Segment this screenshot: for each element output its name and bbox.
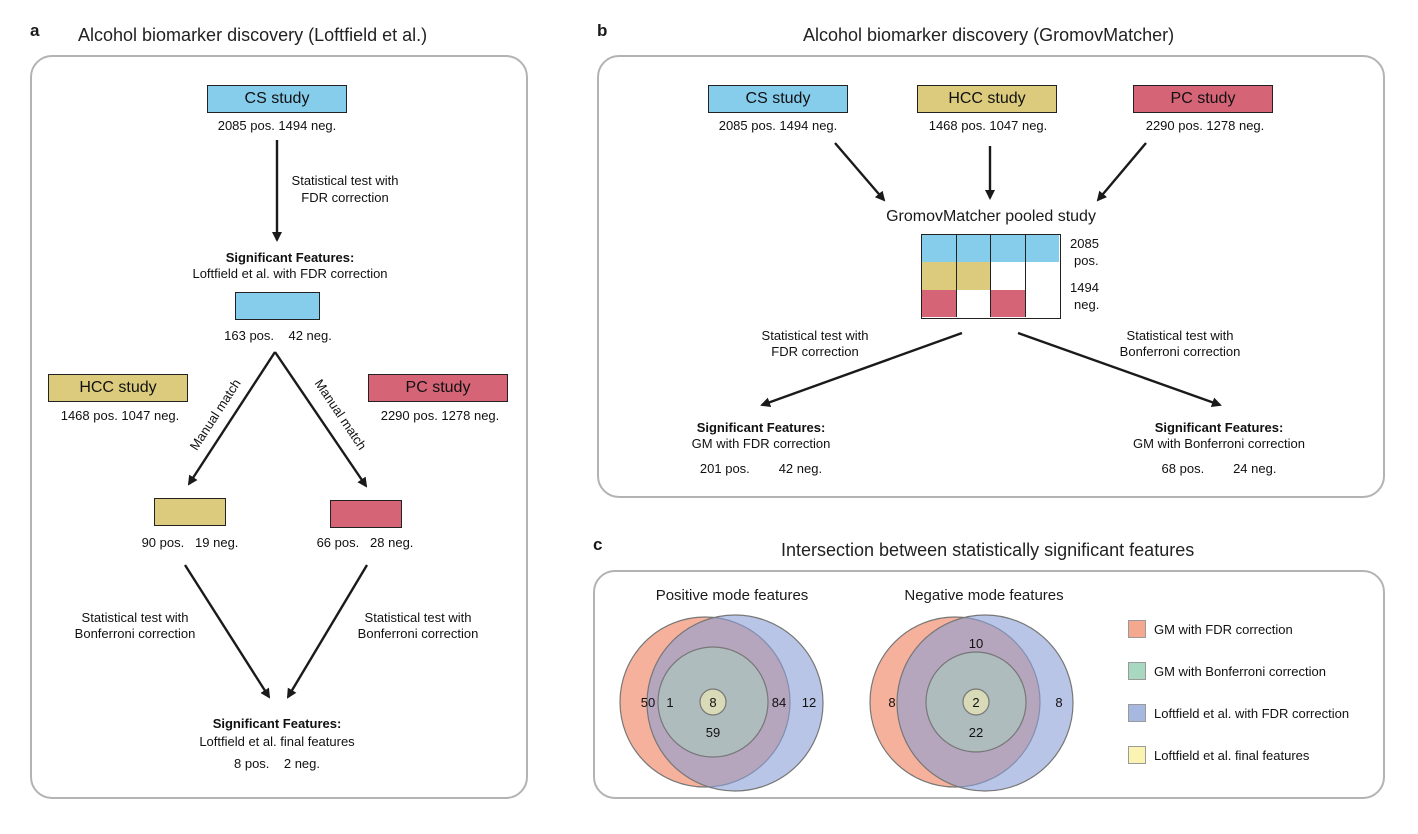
test-fdr-label-line2: FDR correction	[301, 190, 389, 205]
final-counts: 8 pos. 2 neg.	[233, 756, 321, 771]
gm-test-fdr-line2: FDR correction	[771, 344, 859, 359]
test-bonf-left-line1: Statistical test with	[81, 610, 189, 625]
cs-study-counts: 2085 pos. 1494 neg.	[217, 118, 337, 133]
negative-core: 2	[972, 695, 979, 710]
panel-b-letter: b	[597, 21, 608, 40]
legend-label-loft-fdr: Loftfield et al. with FDR correction	[1154, 706, 1350, 721]
panel-c-title: Intersection between statistically signi…	[781, 540, 1195, 560]
gm-bonf-counts: 68 pos. 24 neg.	[1161, 461, 1277, 476]
legend-swatch-gm-fdr	[1128, 620, 1146, 638]
positive-loftfield-final-circle	[699, 688, 727, 716]
hcc-study-counts-a: 1468 pos. 1047 neg.	[60, 408, 180, 423]
pooled-pos-label: pos.	[1074, 253, 1099, 268]
gm-fdr-heading: Significant Features:	[696, 420, 826, 435]
arrow-pooled-to-fdr	[760, 331, 963, 407]
legend-label-loft-final: Loftfield et al. final features	[1154, 748, 1310, 763]
negative-gm-fdr-only: 8	[888, 695, 895, 710]
negative-mode-title: Negative mode features	[904, 587, 1064, 604]
sig1-heading: Significant Features:	[225, 250, 355, 265]
pc-study-box-a: PC study	[368, 374, 508, 402]
negative-loft-only: 8	[1055, 695, 1062, 710]
hcc-match-box	[154, 498, 226, 526]
sig1-counts: 163 pos. 42 neg.	[224, 328, 332, 343]
negative-bonf-ring: 22	[969, 725, 983, 740]
negative-venn	[869, 614, 1074, 792]
pc-study-counts-a: 2290 pos. 1278 neg.	[380, 408, 500, 423]
legend-label-gm-bonf: GM with Bonferroni correction	[1154, 664, 1326, 679]
positive-mode-title: Positive mode features	[655, 587, 809, 604]
pooled-neg-label: neg.	[1074, 297, 1100, 312]
gm-test-bonf-line2: Bonferroni correction	[1119, 344, 1241, 359]
positive-bonf-ring: 59	[706, 725, 720, 740]
panel-a-title: Alcohol biomarker discovery (Loftfield e…	[78, 25, 428, 45]
manual-match-label-right: Manual match	[312, 376, 370, 452]
pooled-cell-pc-2	[991, 290, 1026, 317]
pooled-study-title: GromovMatcher pooled study	[886, 208, 1096, 225]
hcc-match-counts: 90 pos. 19 neg.	[141, 535, 239, 550]
pooled-study-grid	[921, 234, 1061, 319]
final-subtitle: Loftfield et al. final features	[199, 734, 355, 749]
positive-gm-fdr-only: 50	[641, 695, 655, 710]
negative-loftfield-final-circle	[962, 688, 990, 716]
gm-test-bonf-line1: Statistical test with	[1126, 328, 1234, 343]
arrow-manual-match-pc	[274, 351, 368, 488]
test-fdr-label-line1: Statistical test with	[291, 173, 399, 188]
arrow-hcc-to-final	[183, 564, 271, 699]
hcc-study-box-b: HCC study	[917, 85, 1057, 113]
gm-fdr-counts: 201 pos. 42 neg.	[699, 461, 823, 476]
positive-venn	[619, 614, 824, 792]
sig1-feature-box	[235, 292, 320, 320]
gm-test-fdr-line1: Statistical test with	[761, 328, 869, 343]
arrow-cs-to-pooled	[834, 142, 886, 202]
arrow-pc-to-pooled	[1096, 142, 1147, 202]
positive-overlap: 84	[772, 695, 786, 710]
hcc-study-counts-b: 1468 pos. 1047 neg.	[928, 118, 1048, 133]
legend-swatch-loft-final	[1128, 746, 1146, 764]
panel-a-frame	[30, 55, 528, 799]
arrow-pooled-to-bonferroni	[1017, 331, 1222, 408]
legend-swatch-loft-fdr	[1128, 704, 1146, 722]
positive-gm-fdr-inner: 1	[666, 695, 673, 710]
panel-b-title: Alcohol biomarker discovery (GromovMatch…	[803, 25, 1175, 45]
pc-match-counts: 66 pos. 28 neg.	[316, 535, 414, 550]
test-bonf-right-line1: Statistical test with	[364, 610, 472, 625]
pooled-pos-count: 2085	[1070, 236, 1099, 251]
positive-core: 8	[709, 695, 716, 710]
pooled-neg-count: 1494	[1070, 280, 1099, 295]
gm-bonf-subtitle: GM with Bonferroni correction	[1133, 436, 1305, 451]
gm-fdr-subtitle: GM with FDR correction	[691, 436, 831, 451]
arrow-pc-to-final	[286, 564, 369, 699]
negative-top: 10	[969, 636, 983, 651]
sig1-subtitle: Loftfield et al. with FDR correction	[192, 266, 388, 281]
arrow-manual-match-hcc	[187, 351, 277, 486]
gm-bonf-heading: Significant Features:	[1154, 420, 1284, 435]
pc-study-counts-b: 2290 pos. 1278 neg.	[1145, 118, 1265, 133]
positive-loftfield-fdr-circle	[646, 614, 824, 792]
panel-b-frame	[597, 55, 1385, 498]
cs-study-box: CS study	[207, 85, 347, 113]
pooled-cell-pc-1	[922, 290, 957, 317]
legend-label-gm-fdr: GM with FDR correction	[1154, 622, 1293, 637]
positive-loft-only: 12	[802, 695, 816, 710]
legend-swatch-gm-bonf	[1128, 662, 1146, 680]
final-heading: Significant Features:	[212, 716, 342, 731]
hcc-study-box-a: HCC study	[48, 374, 188, 402]
cs-study-counts-b: 2085 pos. 1494 neg.	[718, 118, 838, 133]
panel-c-letter: c	[593, 535, 603, 554]
pc-match-box	[330, 500, 402, 528]
panel-c-frame	[593, 570, 1385, 799]
test-bonf-right-line2: Bonferroni correction	[357, 626, 479, 641]
pc-study-box-b: PC study	[1133, 85, 1273, 113]
panel-a-letter: a	[30, 21, 40, 40]
test-bonf-left-line2: Bonferroni correction	[74, 626, 196, 641]
cs-study-box-b: CS study	[708, 85, 848, 113]
